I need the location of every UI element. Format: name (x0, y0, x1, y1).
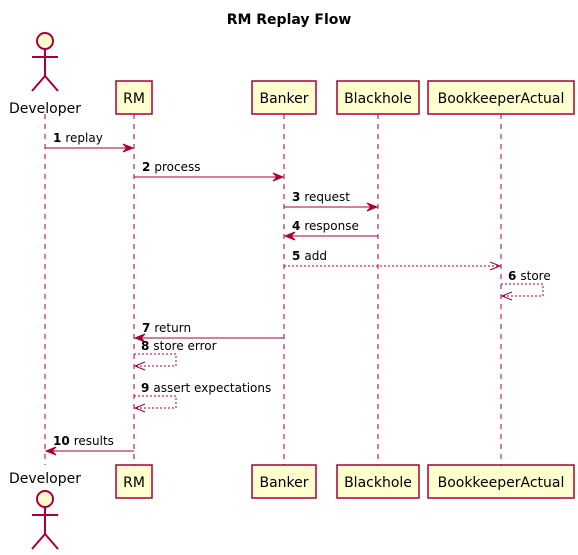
message-label: 5 add (292, 249, 327, 263)
message-text: results (74, 434, 114, 448)
message-number: 5 (292, 249, 300, 263)
actor-right-leg (44, 533, 59, 550)
message-label: 6 store (508, 269, 551, 283)
arrowhead (133, 333, 146, 343)
actor-figure-icon (31, 32, 59, 92)
participant-box (427, 464, 575, 499)
participant-label: BookkeeperActual (438, 475, 565, 491)
message-label: 8 store error (141, 339, 217, 353)
actor-developer-bottom: Developer (9, 471, 81, 550)
message-text: replay (65, 131, 102, 145)
message-number: 6 (508, 269, 516, 283)
message-label: 3 request (292, 190, 350, 204)
message-line (134, 395, 177, 409)
participant-blackhole-bottom: Blackhole (336, 464, 420, 499)
participant-rm-top: RM (115, 80, 153, 115)
arrowhead (44, 446, 57, 456)
participant-banker-top: Banker (251, 80, 317, 115)
participant-label: Developer (9, 471, 81, 487)
message-text: store (520, 269, 550, 283)
message-text: response (304, 219, 359, 233)
message-text: assert expectations (153, 381, 271, 395)
participant-bookkeeper-bottom: BookkeeperActual (427, 464, 575, 499)
participants-bottom: Developer RM Banker Blackhole BookkeeperActu… (9, 464, 575, 550)
message-number: 10 (53, 434, 70, 448)
arrowhead (133, 403, 146, 413)
message-label: 1 replay (53, 131, 103, 145)
message-label: 10 results (53, 434, 114, 448)
message-number: 2 (142, 160, 150, 174)
participant-label: RM (123, 91, 145, 107)
message-number: 4 (292, 219, 300, 233)
message-number: 3 (292, 190, 300, 204)
participant-label: Banker (259, 91, 308, 107)
arrowhead (272, 172, 285, 182)
actor-right-leg (44, 75, 59, 92)
actor-left-leg (31, 533, 46, 550)
participant-bookkeeper-top: BookkeeperActual (427, 80, 575, 115)
message-6: 6 store (500, 269, 551, 301)
participant-rm-bottom: RM (115, 464, 153, 499)
message-number: 1 (53, 131, 61, 145)
participant-banker-bottom: Banker (251, 464, 317, 499)
actor-head (36, 490, 54, 508)
arrowhead (283, 231, 296, 241)
message-number: 8 (141, 339, 149, 353)
message-8: 8 store error (133, 339, 217, 371)
messages: 1 replay 2 process 3 request 4 response 5 add 6 sto… (44, 131, 551, 456)
participant-blackhole-top: Blackhole (336, 80, 420, 115)
message-text: process (154, 160, 200, 174)
participant-label: RM (123, 475, 145, 491)
message-5: 5 add (284, 249, 502, 271)
participant-label: Blackhole (344, 475, 412, 491)
participants-top: Developer RM Banker Blackhole BookkeeperActu… (9, 32, 575, 117)
message-number: 9 (141, 381, 149, 395)
message-text: add (304, 249, 327, 263)
participant-box (115, 80, 153, 115)
arrowhead (489, 261, 502, 271)
diagram-title: RM Replay Flow (227, 12, 352, 28)
actor-developer-top: Developer (9, 32, 81, 117)
participant-box (336, 464, 420, 499)
message-7: 7 return (133, 321, 284, 343)
arrowhead (500, 291, 513, 301)
participant-box (251, 464, 317, 499)
participant-box (115, 464, 153, 499)
participant-label: BookkeeperActual (438, 91, 565, 107)
message-text: store error (153, 339, 216, 353)
message-line (134, 353, 177, 367)
arrowhead (133, 361, 146, 371)
participant-label: Banker (259, 475, 308, 491)
message-4: 4 response (283, 219, 378, 241)
message-number: 7 (142, 321, 150, 335)
actor-figure-icon (31, 490, 59, 550)
actor-head (36, 32, 54, 50)
message-text: request (304, 190, 350, 204)
message-10: 10 results (44, 434, 134, 456)
message-label: 7 return (142, 321, 191, 335)
participant-label: Developer (9, 101, 81, 117)
message-2: 2 process (134, 160, 285, 182)
participant-box (251, 80, 317, 115)
participant-label: Blackhole (344, 91, 412, 107)
arrowhead (366, 202, 379, 212)
message-1: 1 replay (45, 131, 135, 153)
message-label: 9 assert expectations (141, 381, 271, 395)
message-text: return (154, 321, 191, 335)
message-line (501, 283, 544, 297)
message-3: 3 request (284, 190, 379, 212)
participant-box (336, 80, 420, 115)
participant-box (427, 80, 575, 115)
message-label: 2 process (142, 160, 200, 174)
arrowhead (122, 143, 135, 153)
lifelines (44, 114, 502, 465)
actor-left-leg (31, 75, 46, 92)
message-9: 9 assert expectations (133, 381, 271, 413)
message-label: 4 response (292, 219, 359, 233)
